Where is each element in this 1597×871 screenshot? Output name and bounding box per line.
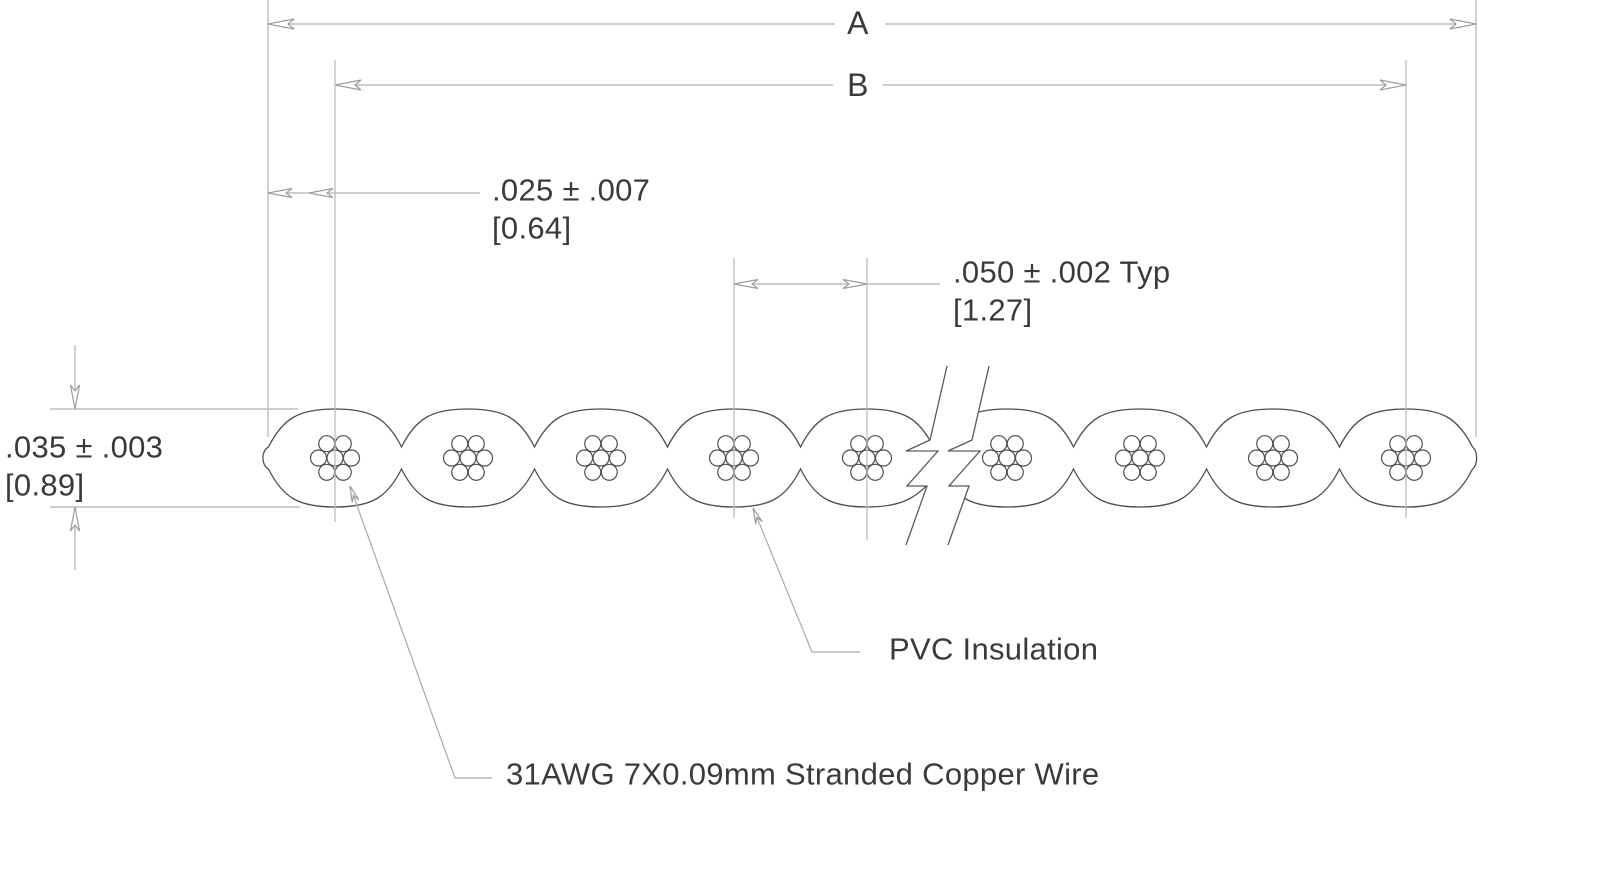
- dim-b-label: B: [847, 67, 869, 103]
- pitch-mm-label: [1.27]: [953, 292, 1033, 328]
- strand-cluster: [442, 435, 494, 481]
- wire-strand-clusters: [309, 435, 1432, 481]
- strand-cluster: [1380, 435, 1432, 481]
- edge-margin-inch-label: .025 ± .007: [492, 172, 651, 208]
- break-symbol: [905, 365, 990, 546]
- dimension-lines: [69, 18, 1477, 570]
- strand-cluster: [841, 435, 893, 481]
- extension-lines: [50, 0, 1477, 508]
- stranded-copper-wire-callout: 31AWG 7X0.09mm Stranded Copper Wire: [506, 756, 1100, 792]
- strand-cluster: [1114, 435, 1166, 481]
- conductor-centerlines: [334, 60, 1407, 540]
- pvc-insulation-callout: PVC Insulation: [889, 631, 1099, 667]
- strand-cluster: [575, 435, 627, 481]
- thickness-mm-label: [0.89]: [5, 467, 85, 503]
- strand-cluster: [981, 435, 1033, 481]
- cable-insulation-outline: [262, 408, 1478, 508]
- thickness-inch-label: .035 ± .003: [5, 429, 164, 465]
- leader-lines: [349, 485, 860, 779]
- strand-cluster: [309, 435, 361, 481]
- strand-cluster: [1247, 435, 1299, 481]
- strand-cluster: [708, 435, 760, 481]
- dim-a-label: A: [847, 5, 869, 41]
- pitch-inch-label: .050 ± .002 Typ: [953, 254, 1171, 290]
- edge-margin-mm-label: [0.64]: [492, 210, 572, 246]
